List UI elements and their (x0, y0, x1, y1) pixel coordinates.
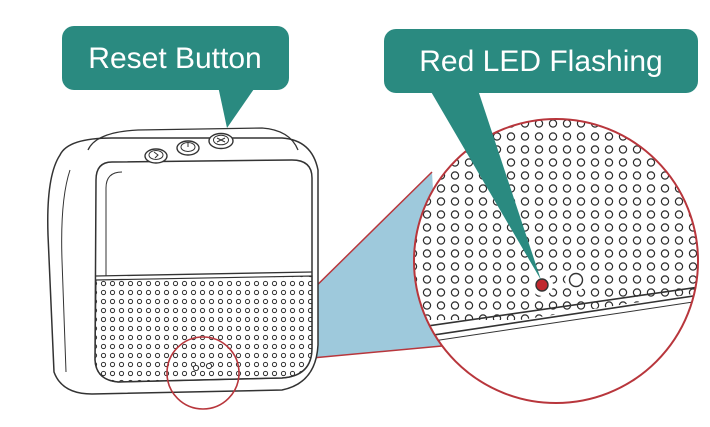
led-callout-pointer (430, 90, 541, 280)
speaker-top-face (87, 127, 299, 151)
speaker (47, 127, 319, 395)
zoom-view (413, 118, 699, 404)
red-led-icon (535, 278, 549, 292)
reset-callout: Reset Button (62, 26, 289, 128)
zoom-circle-border (413, 118, 699, 404)
led-highlight-circle (166, 336, 240, 410)
power-button-icon[interactable] (176, 140, 200, 156)
led-callout-box (384, 29, 698, 93)
reset-button-icon[interactable] (208, 132, 234, 150)
led-hole-small (192, 364, 200, 372)
reset-callout-box (62, 26, 289, 90)
speaker-side-edge (61, 169, 71, 373)
mic-hole-small (205, 362, 213, 370)
led-callout-label: Red LED Flashing (419, 45, 662, 78)
speaker-grill (94, 275, 313, 383)
reset-callout-label: Reset Button (88, 42, 261, 75)
speaker-front-inner-edge (105, 171, 123, 276)
grill-top-line (95, 271, 313, 277)
reset-callout-pointer (218, 86, 256, 128)
led-callout: Red LED Flashing (384, 29, 698, 280)
bluetooth-button-icon[interactable] (144, 148, 168, 164)
mic-hole-icon (568, 272, 584, 288)
top-buttons (144, 132, 234, 164)
